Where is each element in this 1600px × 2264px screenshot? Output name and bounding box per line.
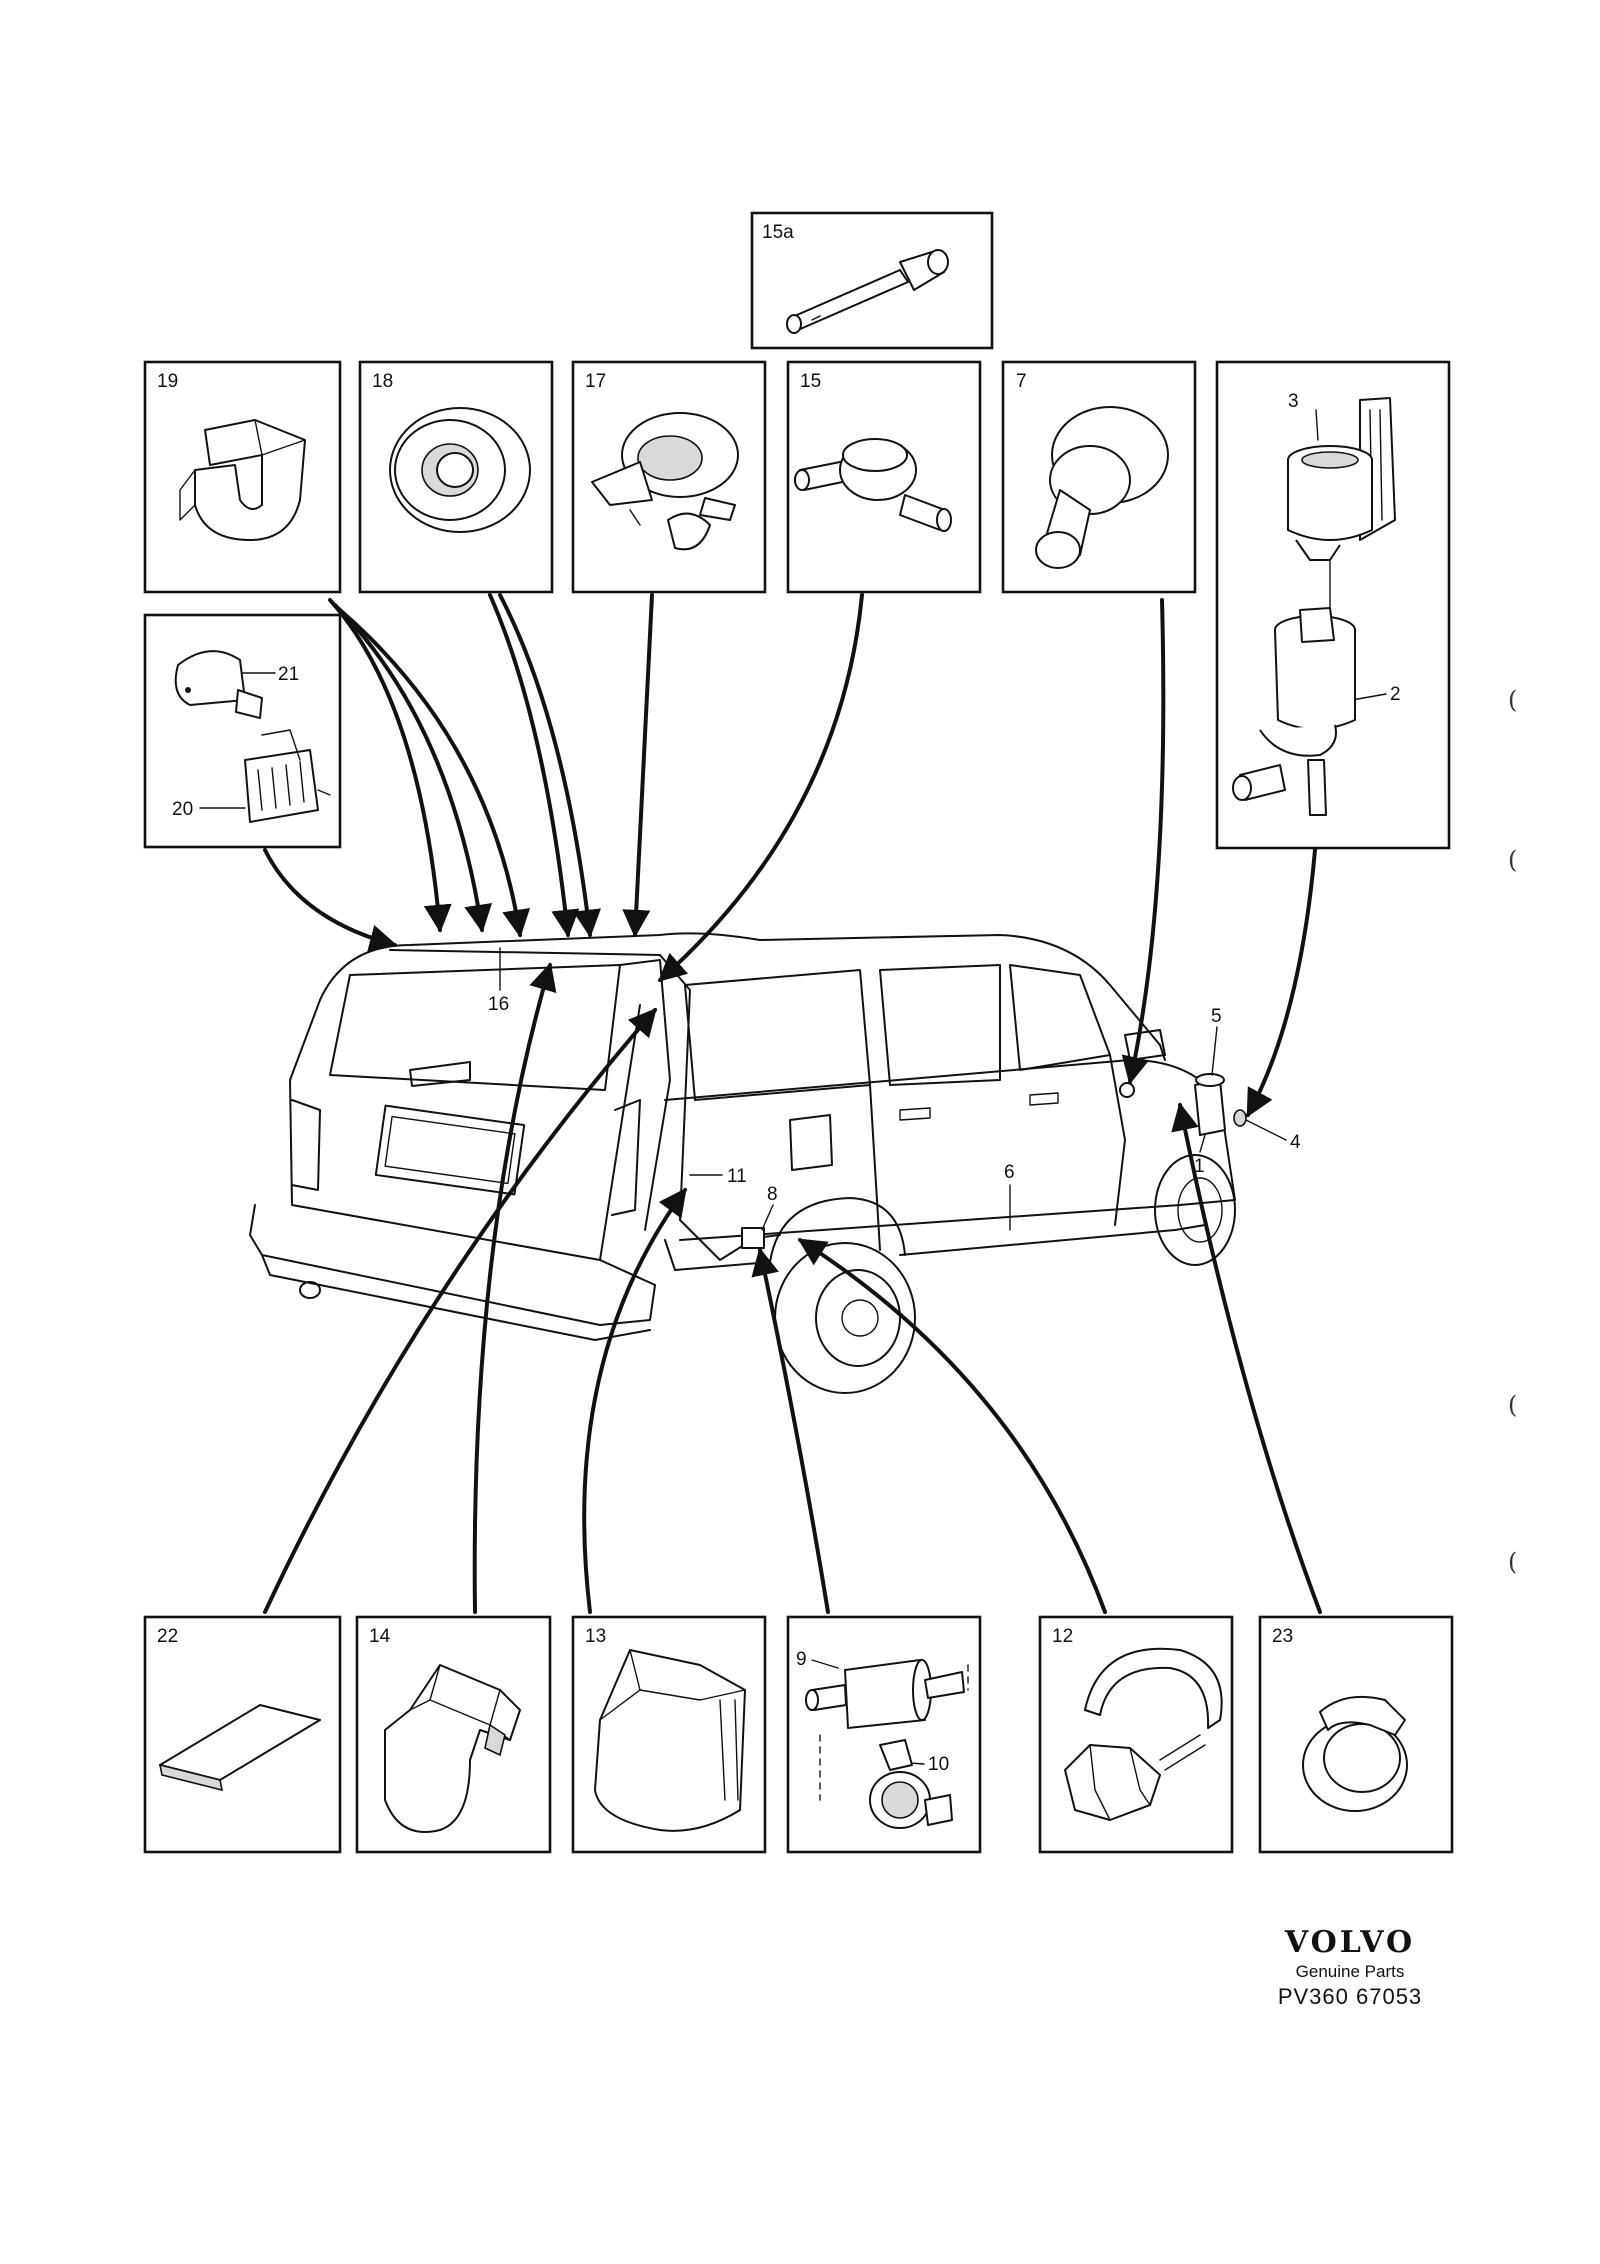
- callout-1: 1: [1194, 1156, 1205, 1177]
- part-box-15a[interactable]: 15a: [750, 211, 994, 350]
- label-20: 20: [172, 799, 193, 820]
- callout-4: 4: [1290, 1132, 1301, 1153]
- margin-mark: (: [1508, 1548, 1517, 1576]
- part-box-23[interactable]: 23: [1258, 1615, 1454, 1854]
- part-box-14[interactable]: 14: [355, 1615, 552, 1854]
- label-3: 3: [1288, 391, 1299, 412]
- filter-clip-10: [869, 1739, 953, 1829]
- label-22: 22: [157, 1626, 178, 1647]
- label-21: 21: [278, 664, 299, 685]
- margin-marks: ( ( ( (: [1508, 686, 1517, 1576]
- footer-subtitle: Genuine Parts: [1295, 1962, 1405, 1981]
- label-14: 14: [369, 1626, 391, 1647]
- part-box-18[interactable]: 18: [358, 360, 554, 594]
- label-15a: 15a: [762, 222, 794, 243]
- footer: VOLVO Genuine Parts PV360 67053: [1240, 1925, 1460, 2010]
- label-7: 7: [1016, 371, 1027, 392]
- car-callouts: 16 11 8 6 5 4 1: [488, 947, 1301, 1231]
- label-12: 12: [1052, 1626, 1073, 1647]
- label-2: 2: [1390, 684, 1401, 705]
- label-13: 13: [585, 1626, 606, 1647]
- part-box-22[interactable]: 22: [143, 1615, 342, 1854]
- clip-14: [384, 1664, 521, 1833]
- part-box-20-21[interactable]: 21 20: [143, 613, 342, 849]
- label-15: 15: [800, 371, 821, 392]
- label-18: 18: [372, 371, 393, 392]
- cable-tie-12: [1064, 1647, 1223, 1821]
- t-connector-15: [794, 438, 952, 532]
- car-body: [249, 932, 1247, 1394]
- part-box-7[interactable]: 7: [1001, 360, 1197, 594]
- leader-arrows: [263, 593, 1322, 1614]
- label-17: 17: [585, 371, 606, 392]
- callout-16: 16: [488, 994, 509, 1015]
- margin-mark: (: [1508, 686, 1517, 714]
- label-23: 23: [1272, 1626, 1293, 1647]
- part-box-12[interactable]: 12: [1038, 1615, 1234, 1854]
- reference-code: PV360 67053: [1277, 1984, 1423, 2009]
- washer-pump-2: [1232, 607, 1356, 816]
- grommet-18: [389, 407, 531, 533]
- pump-bracket-3: [1287, 397, 1396, 561]
- hose-clip-17: [591, 412, 739, 551]
- label-19: 19: [157, 371, 178, 392]
- callout-11: 11: [727, 1166, 747, 1187]
- clip-19: [179, 419, 306, 541]
- washer-nozzle-21: [174, 650, 263, 719]
- label-10: 10: [928, 1754, 949, 1775]
- margin-mark: (: [1508, 1391, 1517, 1419]
- adhesive-pad-22: [158, 1704, 321, 1792]
- filter-9: [805, 1659, 969, 1801]
- cable-clip-13: [594, 1649, 746, 1832]
- callout-5: 5: [1211, 1006, 1222, 1027]
- part-box-17[interactable]: 17: [571, 360, 767, 594]
- label-9: 9: [796, 1649, 807, 1670]
- margin-mark: (: [1508, 846, 1517, 874]
- grommet-7: [1035, 406, 1169, 569]
- callout-6: 6: [1004, 1162, 1015, 1183]
- nozzle-clip-20: [244, 729, 331, 823]
- part-box-2-3[interactable]: 3 2: [1215, 360, 1451, 850]
- part-box-9-10[interactable]: 9 10: [786, 1615, 982, 1854]
- brand-logo: VOLVO: [1284, 1925, 1416, 1960]
- part-box-13[interactable]: 13: [571, 1615, 767, 1854]
- nozzle-tube-15a: [786, 249, 949, 334]
- hose-clamp-23: [1302, 1695, 1408, 1812]
- part-box-19[interactable]: 19: [143, 360, 342, 594]
- part-box-15[interactable]: 15: [786, 360, 982, 594]
- callout-8: 8: [767, 1184, 778, 1205]
